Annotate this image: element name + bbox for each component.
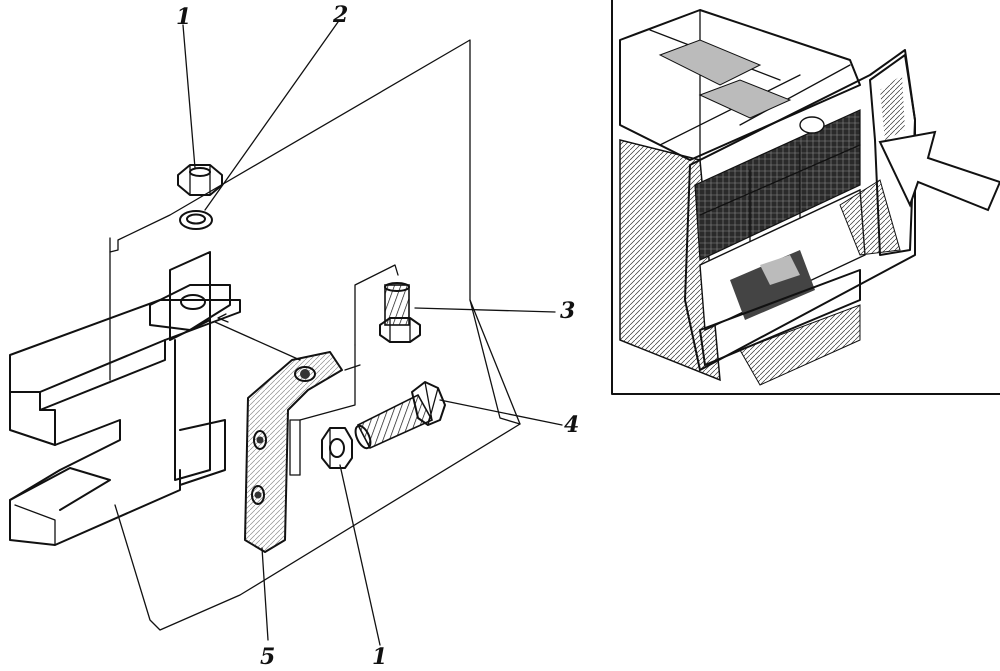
short-bolt	[379, 282, 421, 343]
long-bolt	[354, 381, 446, 450]
callout-1-top: 1	[176, 4, 191, 30]
frame-channel	[9, 251, 241, 546]
cab-panel-outline	[109, 39, 521, 631]
pointer-arrow	[878, 130, 1000, 212]
inset-view	[611, 0, 1000, 396]
callout-1-bottom: 1	[372, 644, 387, 670]
callout-3: 3	[560, 298, 575, 324]
leader-lines	[182, 21, 563, 646]
callout-2: 2	[332, 2, 348, 28]
callout-5: 5	[260, 644, 275, 670]
washer	[179, 210, 213, 230]
hex-nut-bottom	[321, 427, 353, 469]
callout-4: 4	[564, 412, 579, 438]
hex-nut-top	[177, 164, 223, 196]
assembly-guide-lines	[214, 264, 399, 476]
angle-bracket	[244, 351, 343, 553]
callout-labels: 1 2 3 4 5 1	[176, 2, 579, 670]
